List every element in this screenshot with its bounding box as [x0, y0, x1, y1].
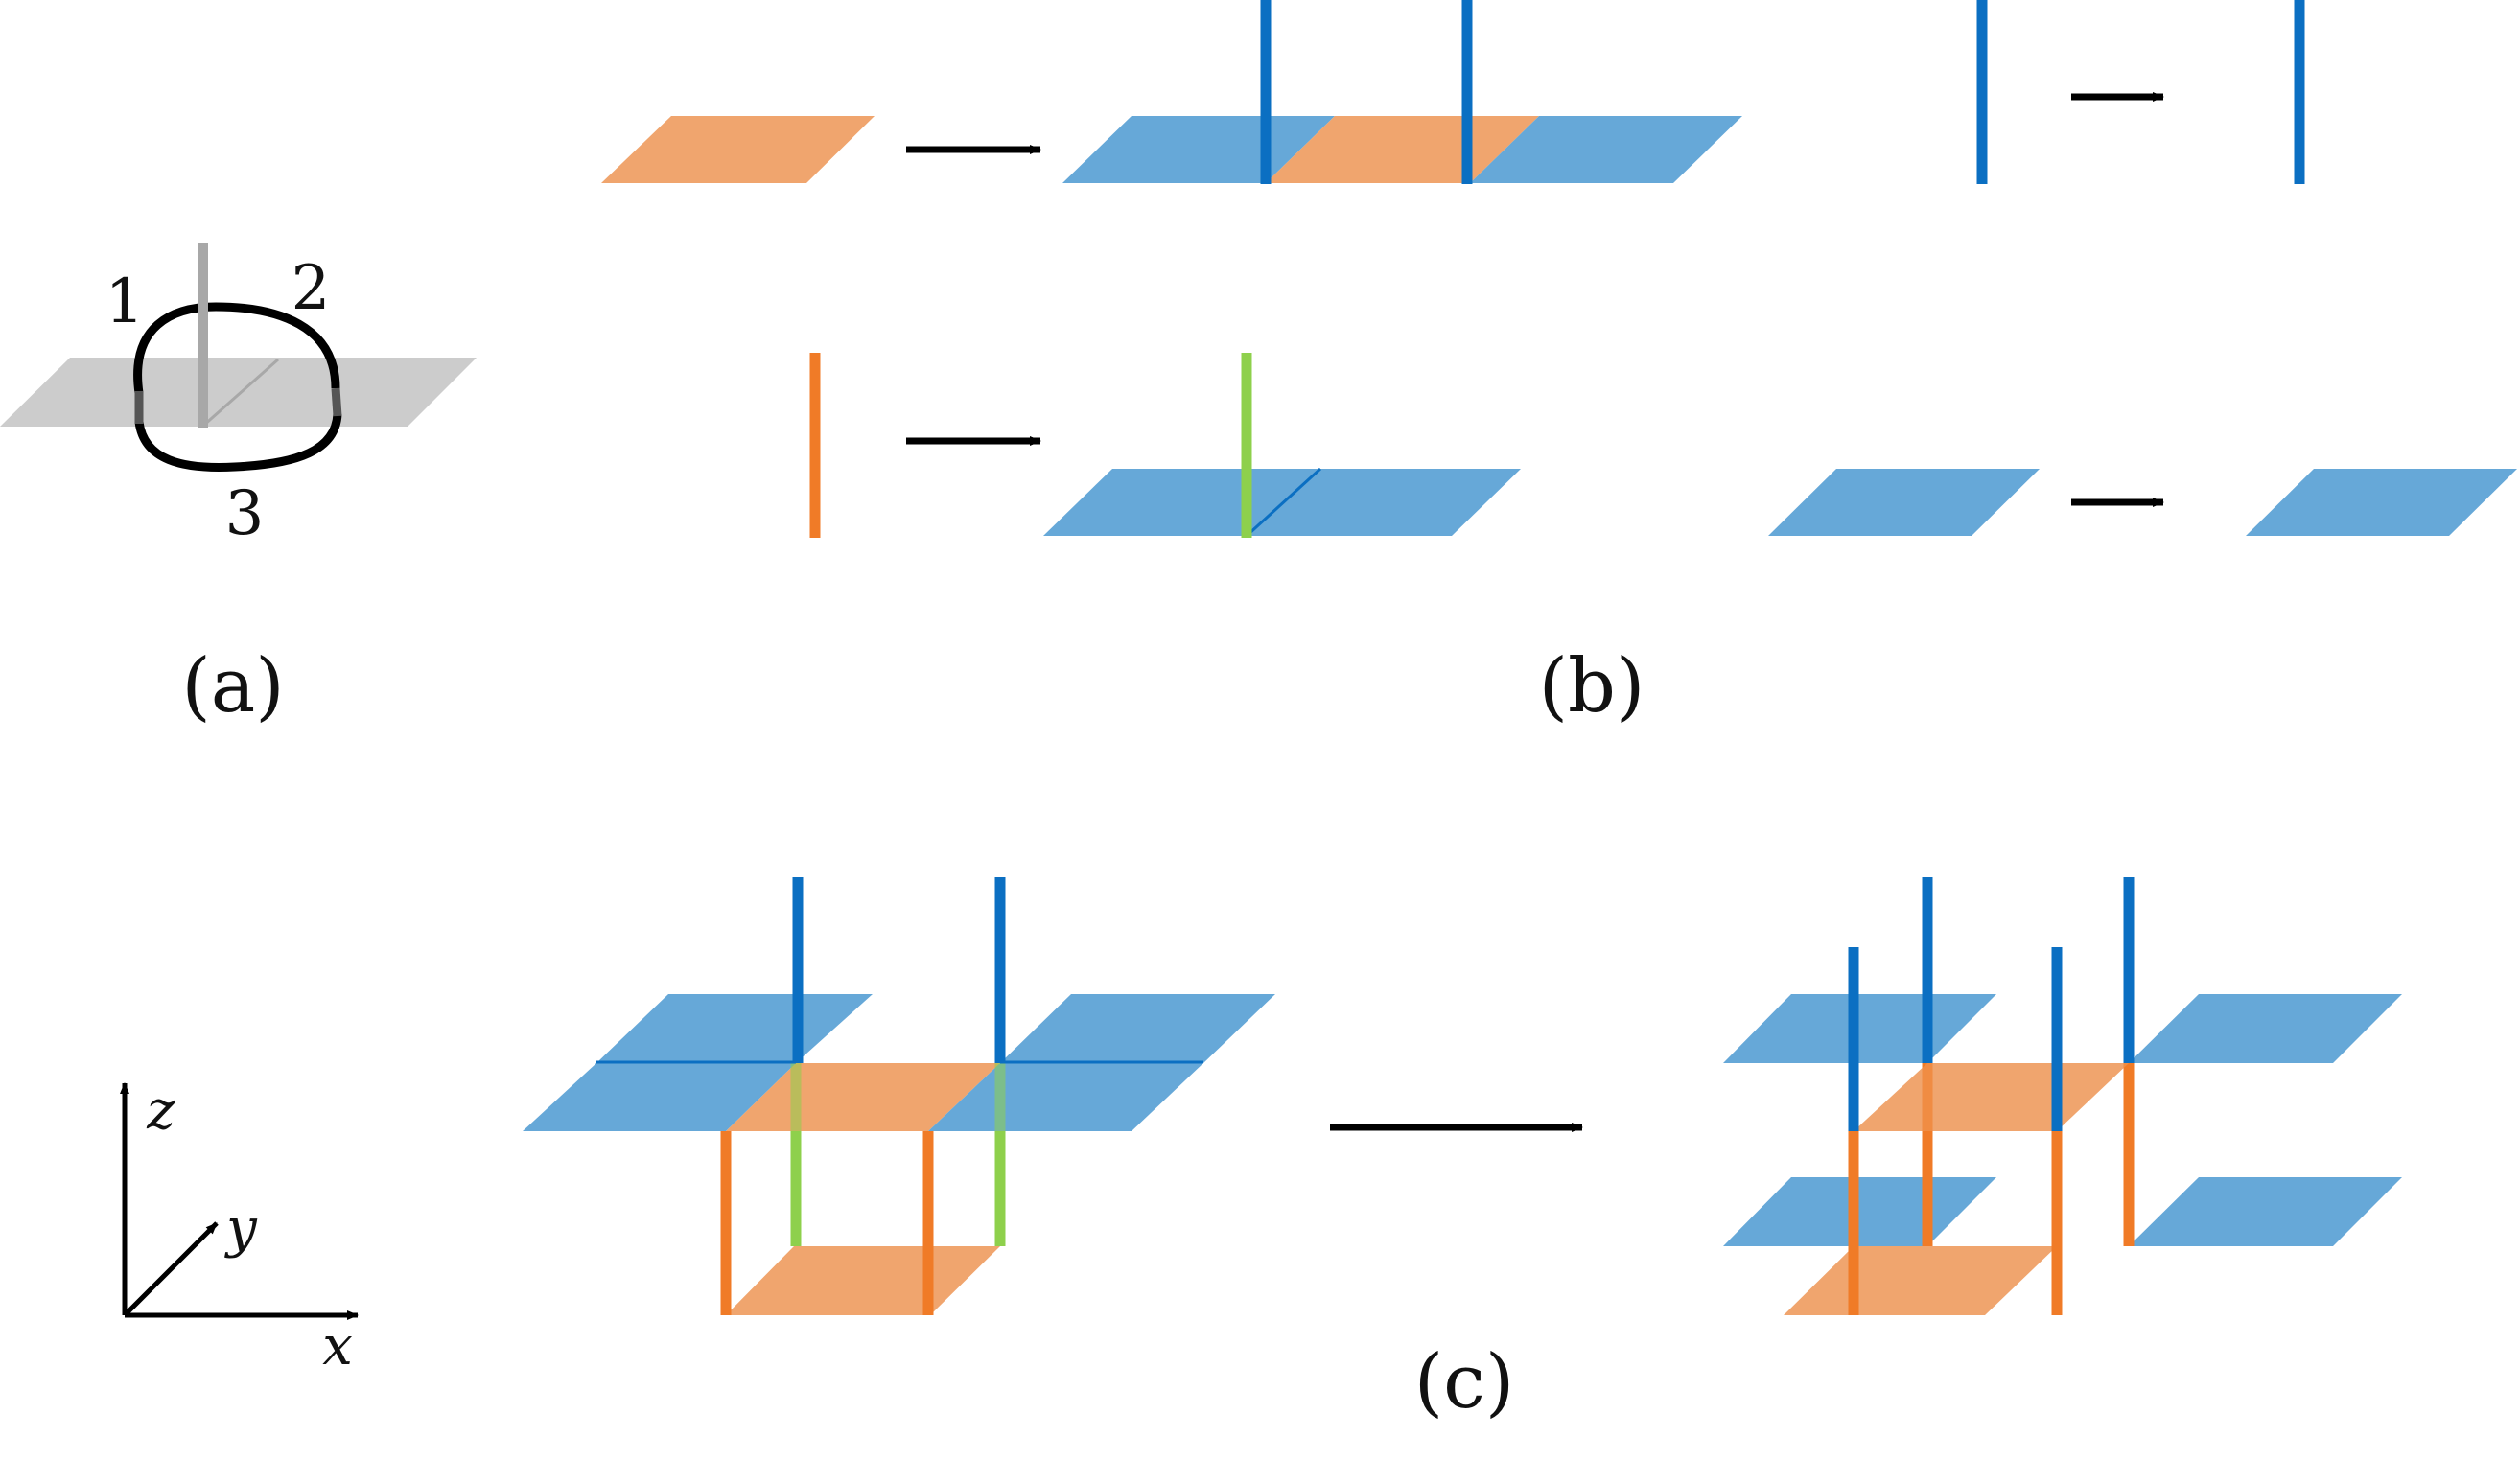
- loop-right-hidden: [331, 387, 342, 417]
- blue-plaquette-lower: [1723, 1177, 1996, 1246]
- panel-c-before: [523, 877, 1275, 1315]
- loop-lower-arc: [134, 413, 342, 472]
- x-axis-label: x: [322, 1315, 353, 1378]
- panel-b-label: (b): [1539, 643, 1645, 730]
- blue-plaquette-upper: [1000, 994, 1275, 1063]
- orange-plaquette-bottom: [726, 1246, 1000, 1315]
- panel-b: (b): [601, 0, 2517, 730]
- blue-plaquette-upper: [1723, 994, 1996, 1063]
- orange-plaquette: [601, 116, 875, 183]
- orange-plaquette-top: [1854, 1063, 2129, 1131]
- orange-plaquette-bottom: [1784, 1246, 2057, 1315]
- coordinate-axes: z x y: [120, 1079, 359, 1378]
- y-axis-label: y: [223, 1197, 258, 1260]
- rule-3: [809, 353, 1521, 538]
- panel-a-label: (a): [181, 643, 284, 730]
- segment-label-2: 2: [292, 253, 331, 324]
- panel-c-after: [1723, 877, 2402, 1315]
- rule-4: [1768, 469, 2517, 536]
- segment-label-1: 1: [105, 266, 145, 337]
- segment-label-3: 3: [225, 478, 265, 549]
- blue-plaquette: [1470, 116, 1742, 183]
- loop-upper-arc: [133, 302, 340, 394]
- panel-c: (c): [523, 877, 2402, 1425]
- blue-plaquette: [2246, 469, 2517, 536]
- rule-2: [1976, 0, 2305, 184]
- gray-plaquette: [0, 358, 477, 427]
- panel-c-label: (c): [1414, 1339, 1515, 1425]
- blue-plaquette: [1768, 469, 2040, 536]
- blue-diagonal: [1245, 467, 1322, 538]
- z-axis-label: z: [146, 1079, 175, 1142]
- y-axis: [123, 1221, 219, 1317]
- blue-plaquette-upper: [596, 994, 873, 1063]
- blue-plaquette: [523, 1063, 796, 1131]
- panel-a: 1 2 3 (a): [0, 243, 477, 730]
- rule-1: [601, 0, 1742, 184]
- gray-diagonal: [202, 358, 279, 428]
- blue-plaquette-lower: [2129, 1177, 2402, 1246]
- blue-plaquette-upper: [2129, 994, 2402, 1063]
